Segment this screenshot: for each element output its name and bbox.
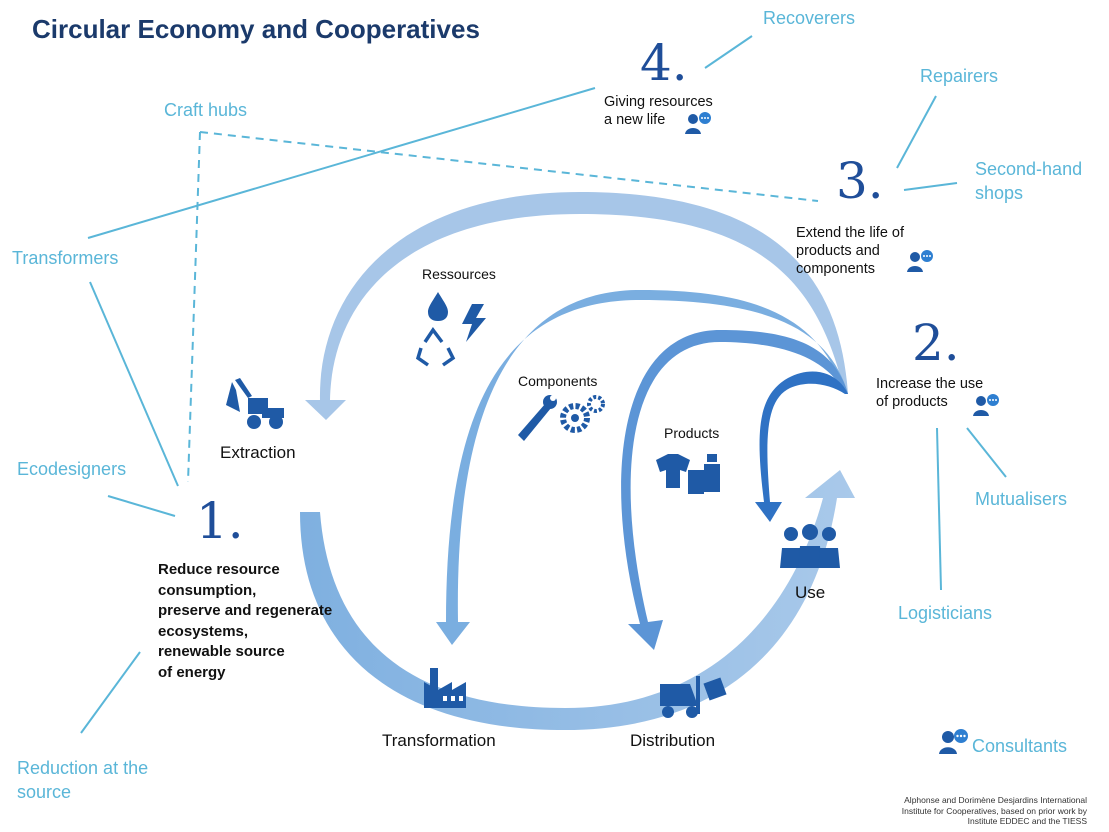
cooperative-icon-3 bbox=[907, 250, 933, 272]
actor-reduction-line2: source bbox=[17, 782, 72, 802]
actor-second-hand-line1: Second-hand bbox=[975, 159, 1083, 179]
stage-transformation: Transformation bbox=[382, 731, 496, 750]
line-transformers-to-4 bbox=[87, 87, 596, 239]
strategy-2-text: Increase the use of products bbox=[876, 375, 983, 411]
stage-use: Use bbox=[795, 583, 826, 602]
lightning-icon bbox=[462, 304, 486, 342]
cooperative-icon-4 bbox=[685, 112, 711, 134]
strategy-1-line: preserve and regenerate bbox=[158, 602, 333, 619]
line-repairers bbox=[896, 95, 937, 169]
tshirt-icon bbox=[656, 454, 690, 488]
dashed-craft-hubs bbox=[187, 131, 819, 483]
actor-repairers: Repairers bbox=[920, 66, 999, 86]
water-drop-icon bbox=[428, 292, 448, 321]
components-icons bbox=[518, 395, 605, 441]
flow-components: Components bbox=[518, 373, 598, 389]
strategy-1-text: Reduce resource consumption, preserve an… bbox=[158, 560, 332, 683]
factory-icon bbox=[424, 668, 466, 708]
actor-consultants: Consultants bbox=[972, 736, 1068, 756]
arc-to-distribution bbox=[621, 330, 848, 650]
actor-recoverers: Recoverers bbox=[763, 8, 856, 28]
actor-logisticians: Logisticians bbox=[898, 603, 993, 623]
strategy-1-line: consumption, bbox=[158, 581, 257, 599]
strategy-1-number: 1. bbox=[196, 492, 244, 550]
line-mutualisers bbox=[966, 427, 1007, 478]
credit-line: Institute EDDEC and the TIESS bbox=[967, 816, 1087, 826]
cooperative-icon-consultants bbox=[939, 729, 968, 754]
strategy-3-line: Extend the life of bbox=[796, 225, 905, 241]
small-gear-icon bbox=[587, 395, 605, 413]
arc-to-use bbox=[755, 371, 848, 522]
actor-reduction-line1: Reduction at the bbox=[17, 758, 149, 778]
actor-mutualisers: Mutualisers bbox=[975, 489, 1068, 509]
products-icons bbox=[656, 454, 720, 494]
line-logisticians bbox=[936, 427, 942, 591]
line-reduction bbox=[80, 651, 141, 734]
actor-transformers: Transformers bbox=[12, 248, 119, 268]
line-transformers-to-1 bbox=[89, 281, 179, 487]
strategy-4-line: Giving resources bbox=[604, 94, 713, 110]
strategy-3-line: components bbox=[796, 261, 875, 277]
recycle-icon bbox=[415, 326, 456, 367]
stage-distribution: Distribution bbox=[630, 731, 716, 750]
strategy-1-line: ecosystems, bbox=[158, 622, 249, 640]
flow-ressources: Ressources bbox=[422, 266, 496, 282]
actor-ecodesigners: Ecodesigners bbox=[17, 459, 127, 479]
bottle-icon bbox=[688, 470, 704, 494]
strategy-2-line: Increase the use bbox=[876, 376, 984, 392]
strategy-3-line: products and bbox=[796, 243, 880, 259]
credit-note: Alphonse and Dorimène Desjardins Interna… bbox=[847, 795, 1087, 827]
gear-icon bbox=[560, 403, 590, 433]
page-title: Circular Economy and Cooperatives bbox=[32, 14, 480, 44]
strategy-4-number: 4. bbox=[640, 34, 688, 92]
bottom-arc bbox=[300, 470, 855, 730]
strategy-3-number: 3. bbox=[836, 152, 884, 210]
strategy-2-number: 2. bbox=[912, 314, 960, 372]
actor-craft-hubs: Craft hubs bbox=[164, 100, 248, 120]
strategy-1-line: of energy bbox=[158, 663, 226, 681]
excavator-icon bbox=[226, 378, 284, 429]
ressources-icons bbox=[415, 292, 486, 367]
strategy-2-line: of products bbox=[876, 394, 948, 410]
strategy-3-text: Extend the life of products and componen… bbox=[796, 224, 904, 278]
wrench-icon bbox=[518, 404, 551, 441]
line-ecodesigners bbox=[107, 495, 176, 517]
stage-extraction: Extraction bbox=[220, 443, 296, 462]
line-second-hand bbox=[903, 182, 958, 191]
strategy-4-text: Giving resources a new life bbox=[604, 93, 713, 129]
strategy-1-line: renewable source bbox=[158, 643, 285, 660]
line-recoverers bbox=[704, 35, 753, 69]
connector-lines bbox=[80, 35, 1007, 734]
people-group-icon bbox=[780, 524, 840, 568]
credit-line: Institute for Cooperatives, based on pri… bbox=[901, 805, 1087, 816]
forklift-icon bbox=[660, 676, 727, 718]
strategy-1-line: Reduce resource bbox=[158, 561, 280, 578]
strategy-4-line: a new life bbox=[604, 112, 666, 128]
flow-products: Products bbox=[664, 425, 720, 441]
cooperative-icon-2 bbox=[973, 394, 999, 416]
actor-second-hand-line2: shops bbox=[975, 183, 1024, 203]
credit-line: Alphonse and Dorimène Desjardins Interna… bbox=[904, 795, 1087, 805]
